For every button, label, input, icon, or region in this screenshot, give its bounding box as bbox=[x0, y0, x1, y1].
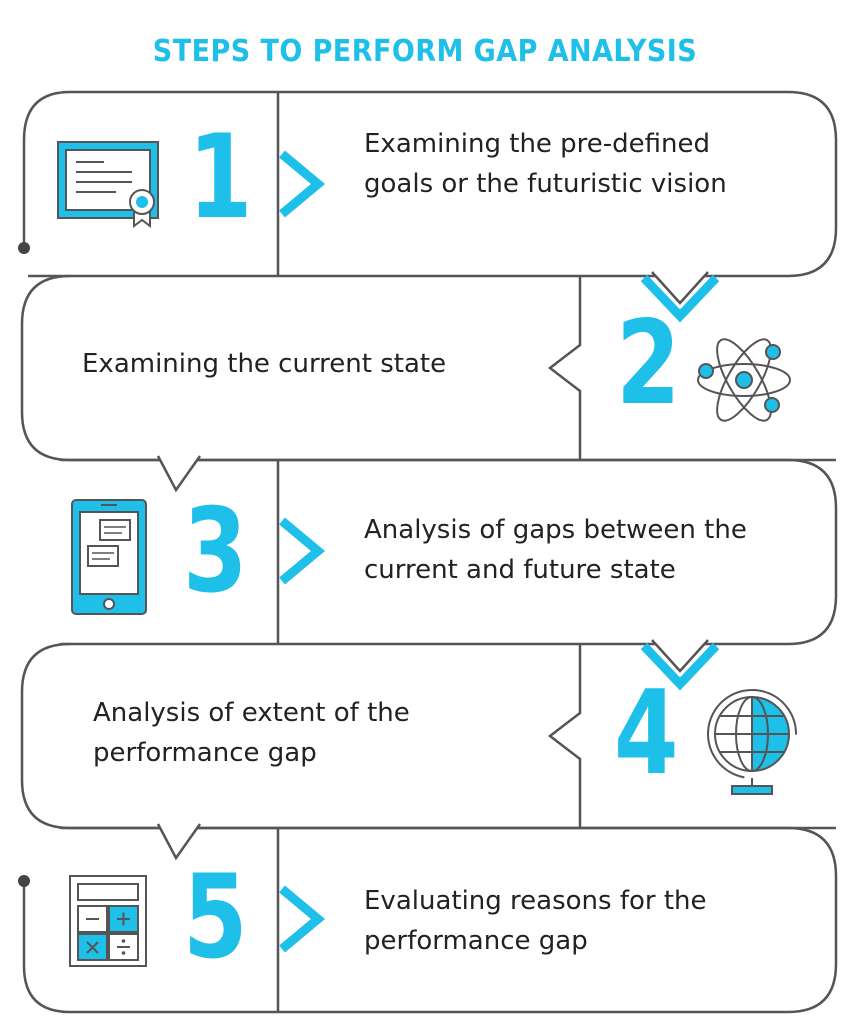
step-5-text: Evaluating reasons for the performance g… bbox=[364, 886, 707, 956]
pointer-step-1-down bbox=[651, 271, 709, 305]
tablet-icon bbox=[71, 499, 147, 615]
pointer-step-3-down bbox=[651, 639, 709, 673]
calculator-icon bbox=[69, 875, 147, 967]
pointer-step-4-down bbox=[156, 823, 202, 861]
page-title: STEPS TO PERFORM GAP ANALYSIS bbox=[152, 34, 698, 69]
step-1-text: Examining the pre-defined goals or the f… bbox=[364, 129, 727, 199]
step-3-number: 3 bbox=[183, 484, 248, 619]
step-2-divider bbox=[547, 276, 582, 460]
chevron-step-5 bbox=[279, 885, 326, 953]
step-1-number: 1 bbox=[188, 110, 253, 245]
chevron-step-3 bbox=[279, 517, 326, 585]
step-4-divider bbox=[547, 644, 582, 828]
accent-chevron-2 bbox=[640, 274, 720, 323]
chevron-step-1 bbox=[279, 150, 326, 218]
step-5-number: 5 bbox=[183, 850, 248, 985]
certificate-icon bbox=[57, 141, 159, 228]
step-1-box bbox=[28, 90, 838, 278]
step-2-text: Examining the current state bbox=[82, 349, 447, 379]
connector-start bbox=[22, 90, 71, 246]
path-start-dot bbox=[18, 242, 30, 254]
step-2-box bbox=[20, 274, 836, 462]
path-end-dot bbox=[18, 875, 30, 887]
step-4-number: 4 bbox=[614, 666, 679, 801]
step-4-box bbox=[20, 642, 836, 830]
pointer-step-2-down bbox=[156, 455, 202, 493]
step-3-text: Analysis of gaps between the current and… bbox=[364, 515, 747, 585]
step-2-number: 2 bbox=[616, 296, 681, 431]
step-3-box bbox=[60, 458, 838, 646]
globe-icon bbox=[707, 689, 797, 795]
step-4-text: Analysis of extent of the performance ga… bbox=[93, 698, 410, 768]
accent-chevron-4 bbox=[640, 642, 720, 691]
atom-icon bbox=[697, 338, 791, 422]
step-5-box bbox=[22, 826, 838, 1014]
